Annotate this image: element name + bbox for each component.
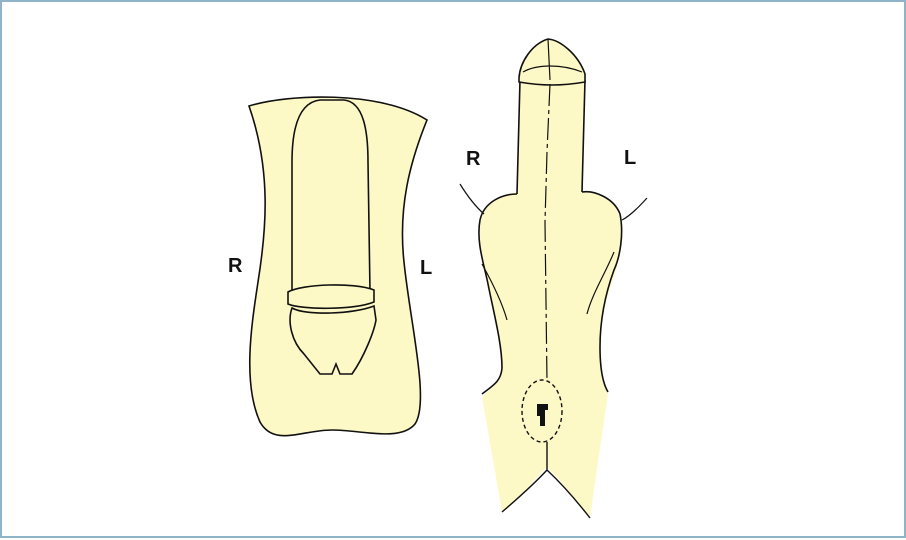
right-view-right-branch bbox=[622, 198, 647, 220]
right-view-right-label: R bbox=[466, 148, 481, 170]
left-view-left-label: L bbox=[420, 257, 432, 279]
right-view-left-branch bbox=[460, 184, 484, 214]
left-view-corona bbox=[288, 285, 374, 308]
right-view-left-label: L bbox=[624, 147, 636, 169]
left-view: R L bbox=[228, 97, 432, 436]
right-view: R L bbox=[460, 39, 647, 518]
left-view-right-label: R bbox=[228, 255, 243, 277]
left-view-glans bbox=[292, 100, 370, 292]
right-view-body-outline bbox=[479, 80, 621, 517]
right-view-glans bbox=[519, 39, 585, 85]
